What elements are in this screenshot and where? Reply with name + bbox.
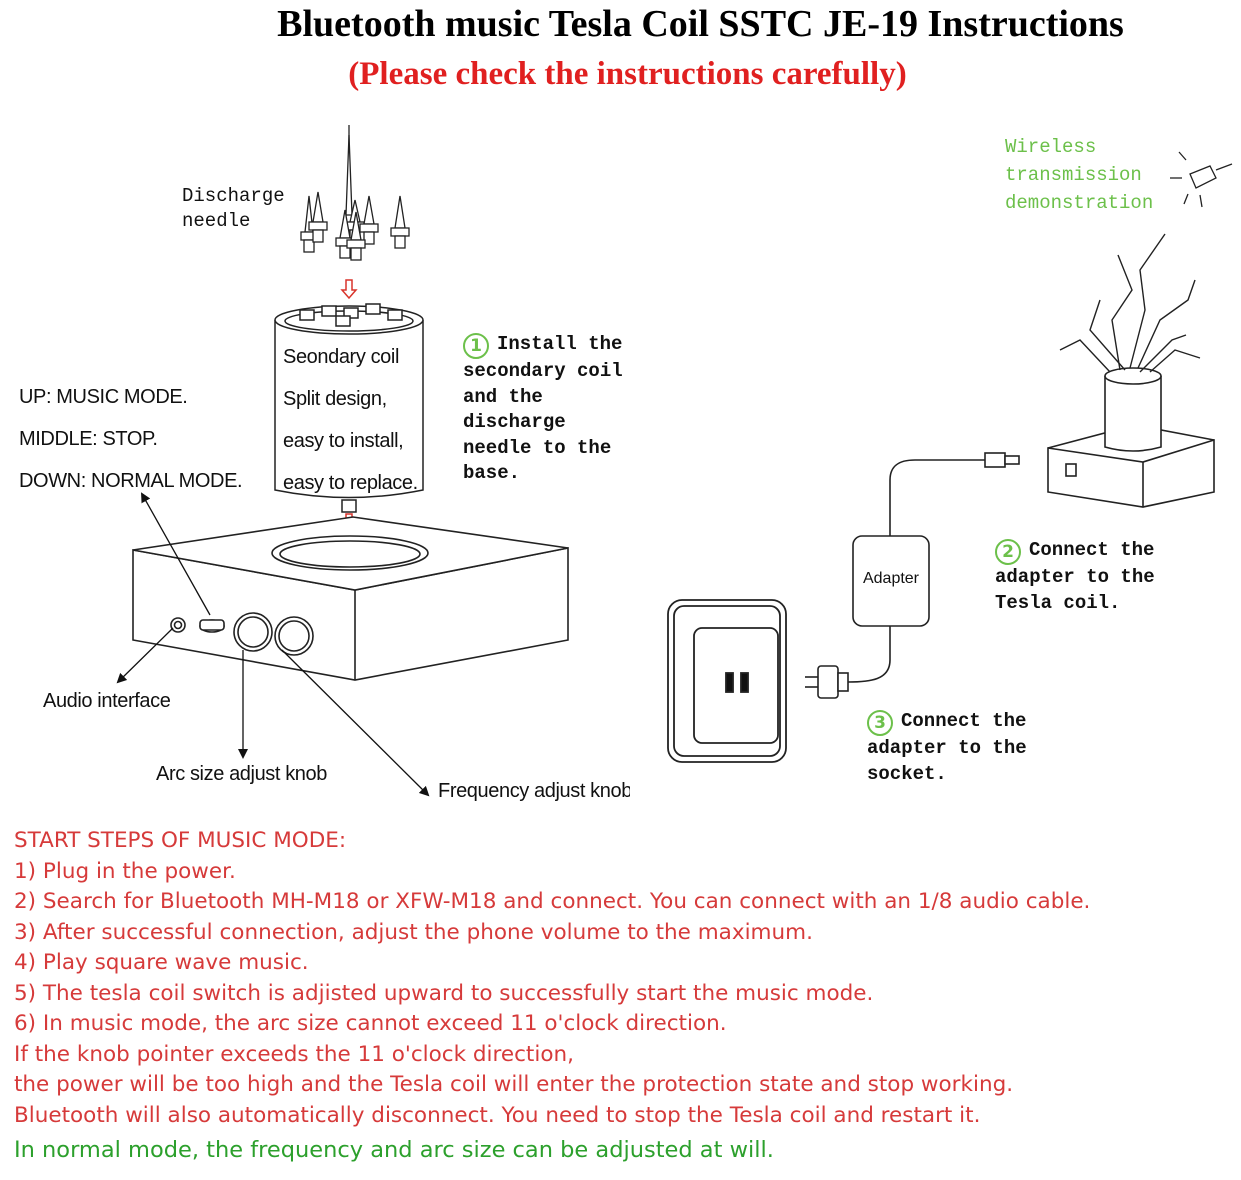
- step-number: 3: [867, 710, 893, 736]
- pointer-lines: [116, 492, 430, 797]
- step-text: Connect the adapter to the socket.: [867, 710, 1027, 785]
- step-text: Install the secondary coil and the disch…: [463, 333, 623, 484]
- arc-knob-label: Arc size adjust knob: [156, 763, 327, 785]
- instruction-line: the power will be too high and the Tesla…: [14, 1072, 1014, 1097]
- instruction-line: 2) Search for Bluetooth MH-M18 or XFW-M1…: [14, 889, 1091, 914]
- instruction-line: 5) The tesla coil switch is adjisted upw…: [14, 980, 874, 1006]
- instruction-line: Bluetooth will also automatically discon…: [14, 1102, 981, 1128]
- step-number: 1: [463, 333, 489, 359]
- discharge-needle-label: Discharge needle: [182, 185, 285, 232]
- frequency-knob-label: Frequency adjust knob: [438, 780, 630, 802]
- instruction-line: If the knob pointer exceeds the 11 o'clo…: [14, 1041, 574, 1067]
- secondary-coil: [274, 303, 424, 513]
- adapter-label: Adapter: [862, 570, 920, 587]
- audio-interface-label: Audio interface: [43, 690, 171, 712]
- page-subtitle: (Please check the instructions carefully…: [348, 56, 907, 92]
- music-mode-instructions: START STEPS OF MUSIC MODE: 1) Plug in th…: [14, 826, 1090, 1166]
- page-title: Bluetooth music Tesla Coil SSTC JE-19 In…: [277, 3, 1124, 45]
- wall-socket: [667, 599, 787, 763]
- instruction-line: 6) In music mode, the arc size cannot ex…: [14, 1011, 727, 1036]
- step-number: 2: [995, 539, 1021, 565]
- discharge-needles: [300, 125, 410, 261]
- step-text: Connect the adapter to the Tesla coil.: [995, 539, 1155, 614]
- instruction-line: 4) Play square wave music.: [14, 950, 309, 975]
- secondary-coil-label: Seondary coil Split design, easy to inst…: [283, 346, 418, 494]
- switch-mode-label: UP: MUSIC MODE. MIDDLE: STOP. DOWN: NORM…: [19, 386, 243, 492]
- instruction-line: 1) Plug in the power.: [14, 858, 236, 884]
- instruction-line: 3) After successful connection, adjust t…: [14, 919, 813, 945]
- tesla-coil-demo: [1047, 151, 1233, 508]
- coil-base: [132, 516, 569, 681]
- wireless-demo-label: Wireless transmission demonstration: [1005, 136, 1154, 214]
- normal-mode-note: In normal mode, the frequency and arc si…: [14, 1137, 774, 1163]
- adapter-cable: [805, 452, 1020, 699]
- instructions-heading: START STEPS OF MUSIC MODE:: [14, 828, 347, 853]
